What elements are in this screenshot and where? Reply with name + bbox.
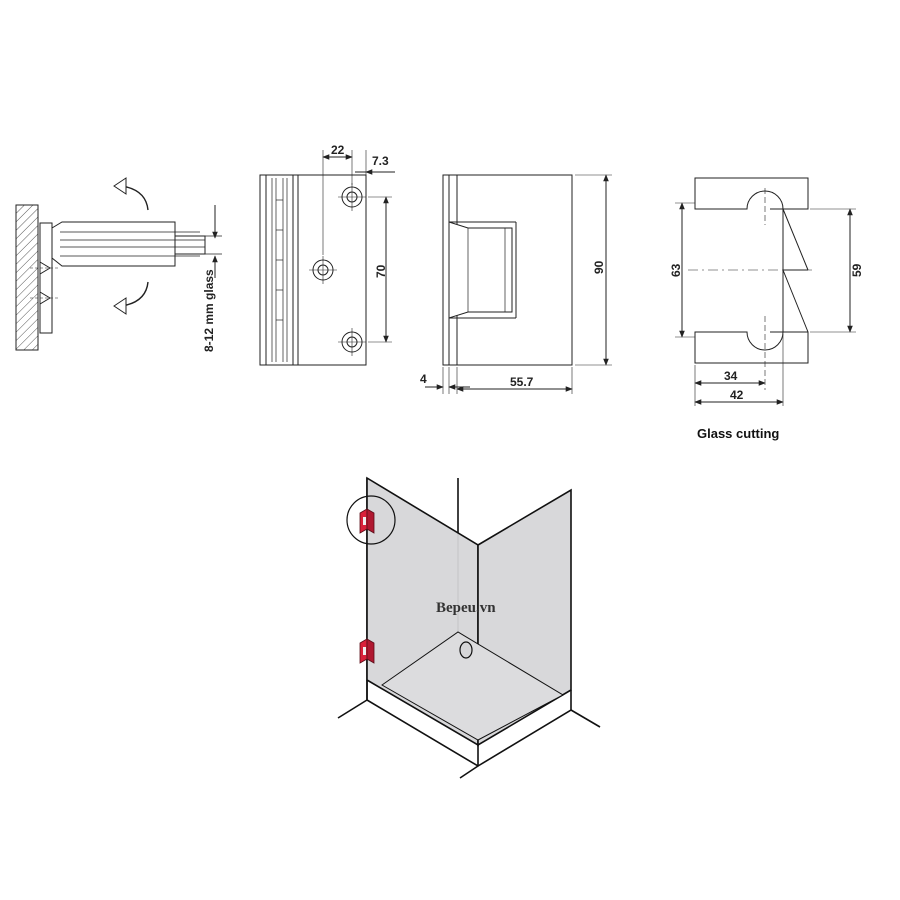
glass-thickness-label: 8-12 mm glass [202,269,216,352]
dim-63: 63 [669,263,683,277]
watermark: Bepeu.vn [436,600,496,616]
dim-22: 22 [331,143,345,157]
glass-cutting-title: Glass cutting [697,426,779,441]
hinge-marker-top [359,508,375,534]
hinge-side-view [15,177,222,351]
glass-cutting-diagram [675,177,856,406]
hinge-body [51,221,206,267]
dim-55-7: 55.7 [510,375,534,389]
glass-cut-outline-top [694,177,809,210]
hinge-marker-bottom [359,638,375,664]
dim-90: 90 [592,260,606,274]
dim-4: 4 [420,372,427,386]
dim-7-3: 7.3 [372,154,389,168]
glass-cut-outline-bottom [694,331,809,364]
wall-plate-profile [442,174,450,366]
shower-enclosure-illustration [337,476,601,779]
shower-tray-inner [381,631,565,741]
hinge-profile-view [425,174,612,394]
hinge-front-view [259,150,395,366]
hinge-knuckle-profile [448,221,513,319]
dim-42: 42 [730,388,744,402]
dim-70: 70 [374,264,388,278]
dim-59: 59 [850,263,864,277]
dim-34: 34 [724,369,738,383]
detail-circle [346,495,396,545]
wall-hatch [15,204,39,351]
wall-plate [39,222,53,334]
drain [459,641,473,659]
